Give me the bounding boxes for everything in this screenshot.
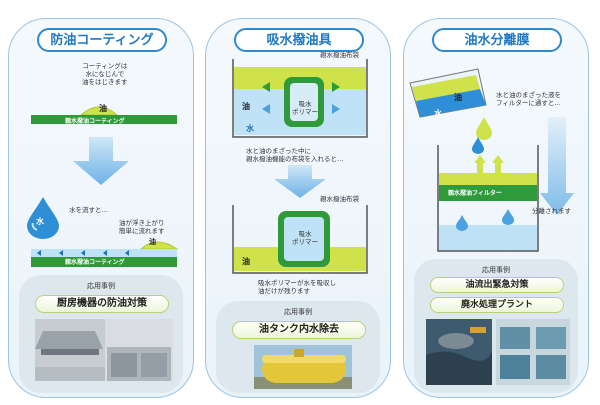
pour-note: 水を流すと… xyxy=(69,206,108,214)
panel-title: 油水分離膜 xyxy=(432,28,562,52)
polymer-label: 吸水 ポリマー xyxy=(292,100,318,116)
mid-note: 水と油のまざった中に 親水撥油機能の布袋を入れると… xyxy=(246,147,344,163)
oil-label-lifted: 油 xyxy=(149,238,156,246)
oil-label-2: 油 xyxy=(242,257,250,266)
panel-title: 吸水撥油具 xyxy=(234,28,364,52)
beaker-icon xyxy=(232,205,368,274)
oil-label: 油 xyxy=(99,104,107,113)
coating-flow-illustration xyxy=(31,241,179,267)
bag-label-2: 親水撥油布袋 xyxy=(320,195,359,203)
application-item: 油タンク内水除去 xyxy=(232,321,366,339)
oil-spill-photo xyxy=(426,319,492,385)
panel-water-absorbing-tool: 吸水撥油具 親水撥油布袋 油 水 吸水 ポリマー 水と油のまざった中に 親水撥油… xyxy=(205,18,391,398)
coating-note: コーティングは 水になじんで 油をはじきます xyxy=(82,62,128,86)
pour-container-icon xyxy=(409,68,487,118)
kitchen-photo xyxy=(35,319,173,381)
application-item: 厨房機器の防油対策 xyxy=(35,295,169,313)
bottom-note: 吸水ポリマーが水を吸収し 油だけが残ります xyxy=(258,279,336,295)
coating-label-bottom: 親水撥油コーティング xyxy=(65,259,125,266)
down-arrow-icon xyxy=(73,137,129,185)
application-heading: 応用事例 xyxy=(482,266,510,274)
application-item: 油流出緊急対策 xyxy=(430,277,564,293)
polymer-label-2: 吸水 ポリマー xyxy=(292,230,318,246)
oil-dome-illustration xyxy=(31,106,177,124)
application-heading: 応用事例 xyxy=(87,282,115,290)
wastewater-plant-photo xyxy=(496,319,570,385)
bag-label: 親水撥油布袋 xyxy=(320,51,359,59)
water-label: 水 xyxy=(434,109,442,118)
oil-tank-photo xyxy=(254,345,352,389)
beaker-icon xyxy=(232,59,368,138)
down-arrow-icon xyxy=(274,165,326,198)
application-heading: 応用事例 xyxy=(284,308,312,316)
application-item: 廃水処理プラント xyxy=(430,297,564,313)
coating-label: 親水撥油コーティング xyxy=(65,118,125,125)
water-drop-icon xyxy=(27,197,59,239)
pour-note: 水と油のまざった液を フィルターに通すと… xyxy=(496,91,561,107)
separate-note: 分離されます xyxy=(532,207,571,215)
water-label: 水 xyxy=(246,124,254,133)
falling-drops-illustration xyxy=(472,117,492,154)
filter-icon xyxy=(437,145,539,252)
panel-oil-repellent-coating: 防油コーティング コーティングは 水になじんで 油をはじきます 油 親水撥油コー… xyxy=(8,18,194,398)
rise-note: 油が浮き上がり 簡単に流れます xyxy=(119,219,165,235)
filter-label: 親水撥油フィルター xyxy=(448,190,502,197)
water-label: 水 xyxy=(36,217,44,226)
oil-label: 油 xyxy=(242,102,250,111)
panel-oil-water-separation-membrane: 油水分離膜 油 水 水と油のまざった液を フィルターに通すと… 親水撥油フィルタ… xyxy=(403,18,589,398)
oil-label: 油 xyxy=(454,93,462,102)
down-arrow-icon xyxy=(540,117,574,215)
panel-title: 防油コーティング xyxy=(37,28,167,52)
